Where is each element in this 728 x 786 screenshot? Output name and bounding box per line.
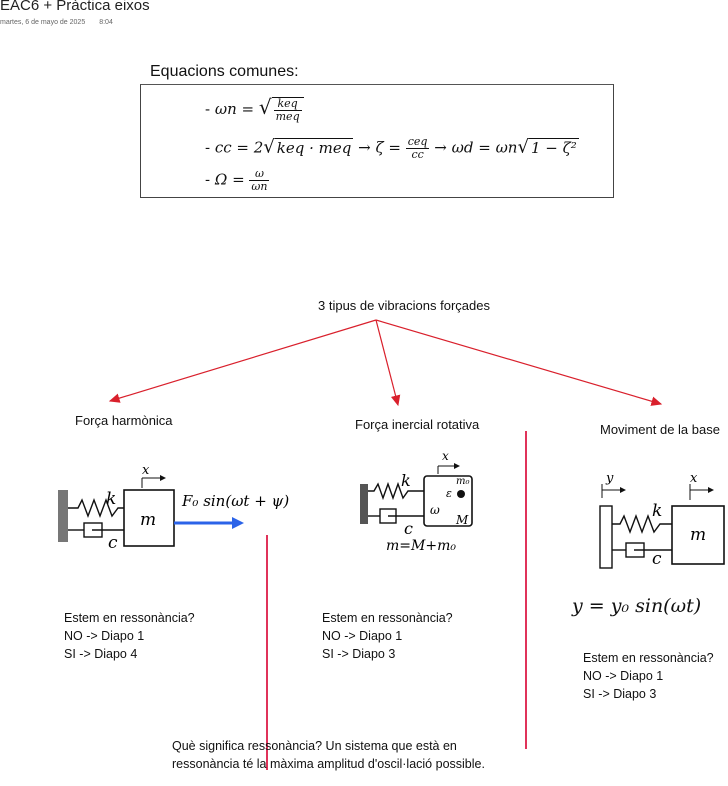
- displacement-label: x: [442, 449, 449, 463]
- damper-label: c: [404, 519, 413, 538]
- damper-label: c: [652, 549, 662, 569]
- machine-mass-label: M: [455, 513, 469, 527]
- equations-heading: Equacions comunes:: [150, 63, 299, 80]
- mass-label: m: [690, 525, 706, 545]
- arrow-to-harmonic: [108, 319, 377, 403]
- arrow-to-rotating: [375, 319, 401, 407]
- base-motion-equation: y = y₀ sin(ωt): [572, 595, 702, 617]
- displacement-label: x: [142, 463, 150, 478]
- mass-equation-label: m=M+m₀: [386, 538, 456, 554]
- angular-velocity-label: ω: [430, 503, 440, 517]
- answer-harmonic: Estem en ressonància? NO -> Diapo 1 SI -…: [64, 611, 195, 661]
- spring-label: k: [652, 501, 662, 521]
- unbalance-mass-label: m₀: [456, 476, 470, 487]
- page-timestamp: martes, 6 de mayo de 2025 8:04: [0, 19, 113, 26]
- type-title-harmonic: Força harmònica: [75, 413, 173, 428]
- type-title-base: Moviment de la base: [600, 422, 720, 437]
- divider-left: [266, 535, 268, 770]
- type-title-rotating: Força inercial rotativa: [355, 417, 480, 432]
- page-time: 8:04: [99, 19, 113, 26]
- spring-label: k: [106, 489, 116, 509]
- damper-label: c: [108, 533, 118, 553]
- vibration-types-root-label: 3 tipus de vibracions forçades: [318, 298, 490, 313]
- equations-box: [140, 84, 614, 198]
- eccentricity-label: ε: [446, 487, 452, 500]
- figure-rotating-unbalance: k c x m₀ ε ω M m=M+m₀: [360, 449, 473, 554]
- answer-rotating: Estem en ressonància? NO -> Diapo 1 SI -…: [322, 611, 453, 661]
- resonance-definition-note: Què significa ressonància? Un sistema qu…: [172, 739, 485, 771]
- displacement-label: x: [690, 471, 698, 486]
- spring-label: k: [401, 471, 411, 490]
- mass-label: m: [140, 510, 156, 530]
- force-label: F₀ sin(ωt + ψ): [181, 492, 289, 510]
- divider-right: [525, 431, 527, 749]
- answer-base: Estem en ressonància? NO -> Diapo 1 SI -…: [583, 651, 714, 701]
- base-displacement-label: y: [605, 471, 614, 486]
- page-date: martes, 6 de mayo de 2025: [0, 19, 86, 26]
- arrow-to-base: [375, 319, 663, 406]
- page-title: EAC6 + Pràctica eixos: [0, 0, 150, 14]
- figure-harmonic-force: m k c x F₀ sin(ωt + ψ): [58, 463, 289, 553]
- figure-base-excitation: y m k c x: [599, 471, 725, 569]
